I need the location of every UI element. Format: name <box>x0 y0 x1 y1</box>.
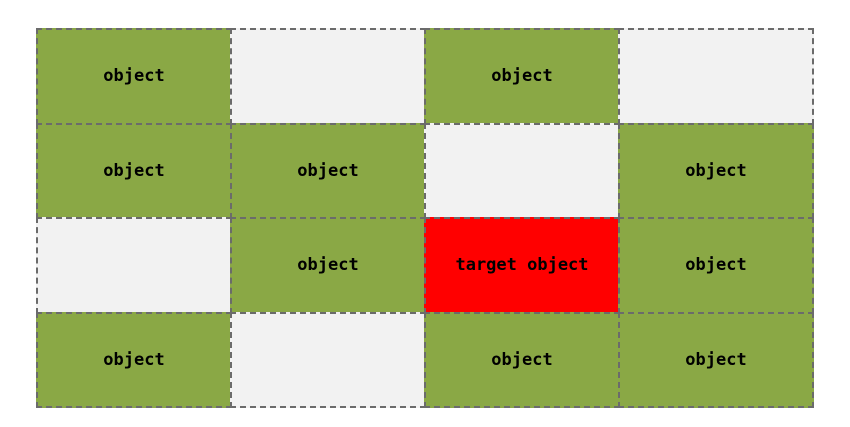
grid-cell-r2-c2: object <box>230 122 426 219</box>
grid-cell-r2-c1: object <box>36 122 232 219</box>
grid-cell-r1-c3: object <box>424 28 620 125</box>
grid-cell-r1-c1: object <box>36 28 232 125</box>
grid-cell-r3-c4: object <box>618 217 814 314</box>
grid-cell-r4-c4: object <box>618 311 814 408</box>
grid-cell-r1-c2 <box>230 28 426 125</box>
grid-cell-r2-c3 <box>424 122 620 219</box>
grid-cell-r1-c4 <box>618 28 814 125</box>
grid-cell-r3-c1 <box>36 217 232 314</box>
grid-cell-r2-c4: object <box>618 122 814 219</box>
grid-cell-r3-c2: object <box>230 217 426 314</box>
target-object-cell: target object <box>424 217 620 314</box>
grid-cell-r4-c2 <box>230 311 426 408</box>
grid-cell-r4-c1: object <box>36 311 232 408</box>
object-grid: object object object object object objec… <box>36 28 814 408</box>
grid-cell-r4-c3: object <box>424 311 620 408</box>
